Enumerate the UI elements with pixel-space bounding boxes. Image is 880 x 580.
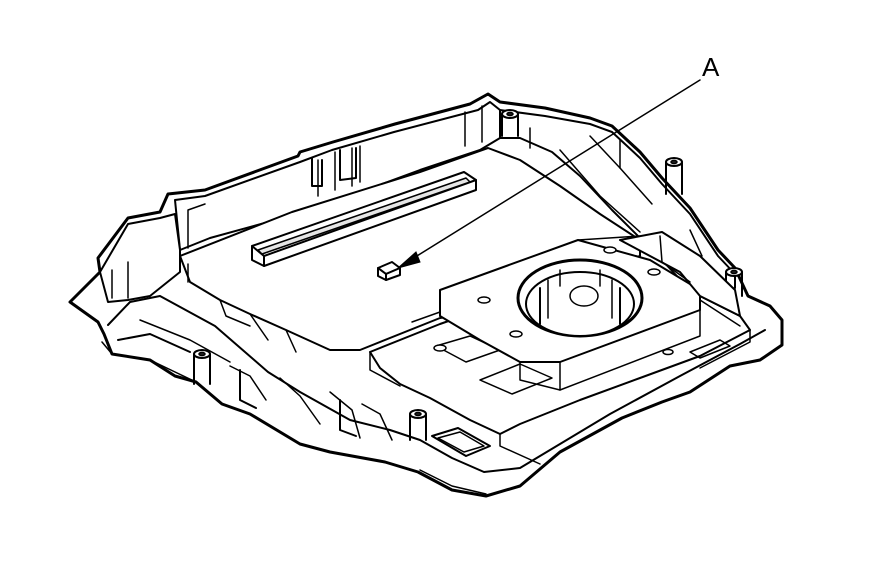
callout-a: A: [397, 52, 720, 269]
board-connector-strip: [251, 171, 477, 267]
board-chip: [377, 261, 401, 281]
mounting-post: [409, 409, 427, 441]
right-end-bracket: [619, 231, 741, 327]
housing-back-wall: [174, 101, 501, 251]
mounting-post: [193, 349, 211, 385]
callout-a-arrowhead: [397, 251, 421, 269]
housing-left-wall: [99, 213, 231, 363]
mounting-post: [665, 157, 683, 195]
front-slot: [431, 427, 491, 457]
callout-a-leader: [403, 79, 701, 265]
mounting-post: [501, 109, 519, 137]
front-ribbing: [229, 365, 393, 441]
top-module-with-ring: [439, 235, 701, 391]
callout-a-label: A: [702, 52, 720, 82]
mounting-post: [725, 267, 743, 297]
